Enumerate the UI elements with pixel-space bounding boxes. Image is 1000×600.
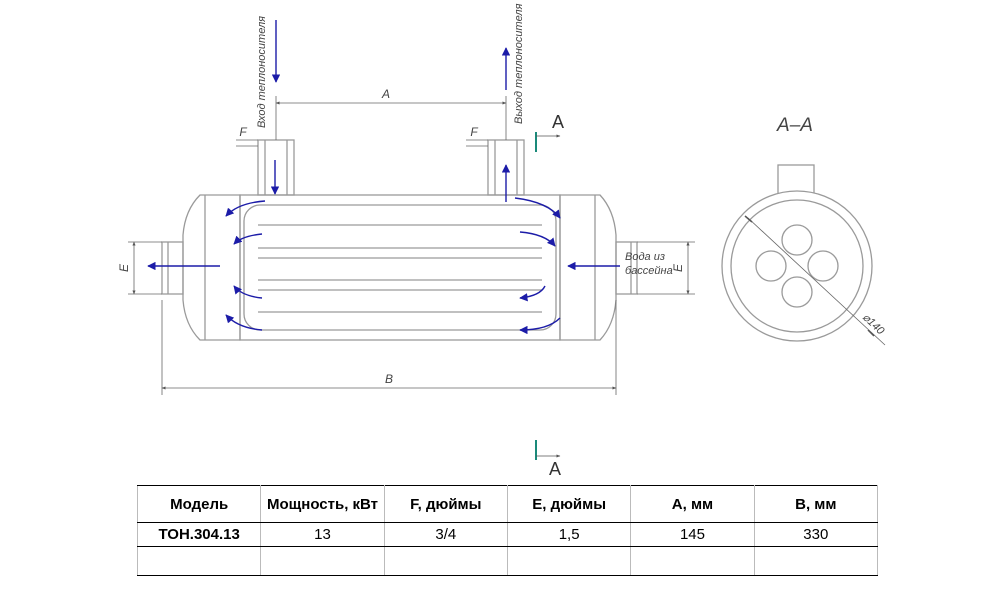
section-title: А–А [776,115,813,136]
heat-exchanger-drawing: A B E E F F Вход теплоносителя Выход теп… [117,3,887,479]
dimension-lines [128,96,695,395]
cell-power: 13 [260,522,385,547]
cell-b: 330 [753,522,879,547]
dim-e-right-label: E [671,263,685,272]
pool-water-label-2: бассейна [625,265,673,277]
section-view [721,164,886,346]
dim-b-label: B [385,372,393,386]
flow-arrows [147,20,620,335]
table-header-row: Модель Мощность, кВт F, дюймы E, дюймы A… [136,484,879,524]
outlet-label: Выход теплоносителя [513,3,525,124]
cell-e: 1,5 [506,522,632,547]
cell-model: ТОН.304.13 [136,522,262,547]
dim-a-label: A [381,87,390,101]
header-e: E, дюймы [506,484,632,524]
dim-f-right-label: F [470,125,478,139]
pool-water-label-1: Вода из [625,251,665,263]
header-b: B, мм [753,484,879,524]
inlet-label: Вход теплоносителя [256,16,268,128]
dim-f-left-label: F [239,125,247,139]
section-mark-top-label: A [552,112,564,132]
header-a: A, мм [630,484,755,524]
header-f: F, дюймы [383,484,508,524]
dim-e-left-label: E [117,263,131,272]
table-empty-row [136,546,879,577]
cell-f: 3/4 [383,522,508,547]
section-marker-top [535,132,561,152]
table-row: ТОН.304.13 13 3/4 1,5 145 330 [136,522,879,547]
section-mark-bottom-label: A [549,459,561,479]
header-power: Мощность, кВт [260,484,385,524]
section-marker-bottom [535,440,561,460]
header-model: Модель [136,484,262,524]
exchanger-body [161,139,638,341]
specs-table: Модель Мощность, кВт F, дюймы E, дюймы A… [136,484,879,577]
cell-a: 145 [630,522,755,547]
